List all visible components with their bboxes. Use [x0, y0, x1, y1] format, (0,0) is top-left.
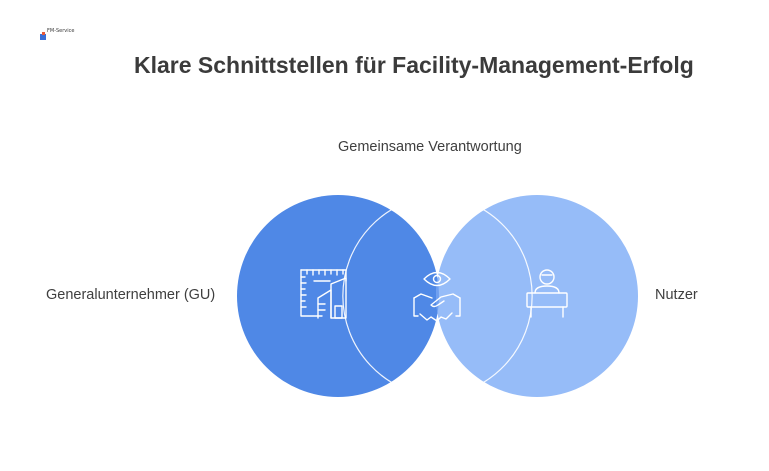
person-at-desk-icon — [526, 269, 568, 318]
logo-text: FM-Service — [47, 28, 75, 34]
page-title: Klare Schnittstellen für Facility-Manage… — [134, 52, 694, 78]
intersection-label: Gemeinsame Verantwortung — [338, 139, 522, 155]
right-set-label: Nutzer — [655, 287, 698, 303]
left-set-label: Generalunternehmer (GU) — [46, 287, 216, 303]
right-set-circle — [436, 195, 638, 397]
building-plan-icon — [300, 269, 347, 319]
left-set-circle — [237, 195, 439, 397]
company-logo — [40, 31, 74, 43]
eye-handshake-icon — [413, 271, 461, 322]
